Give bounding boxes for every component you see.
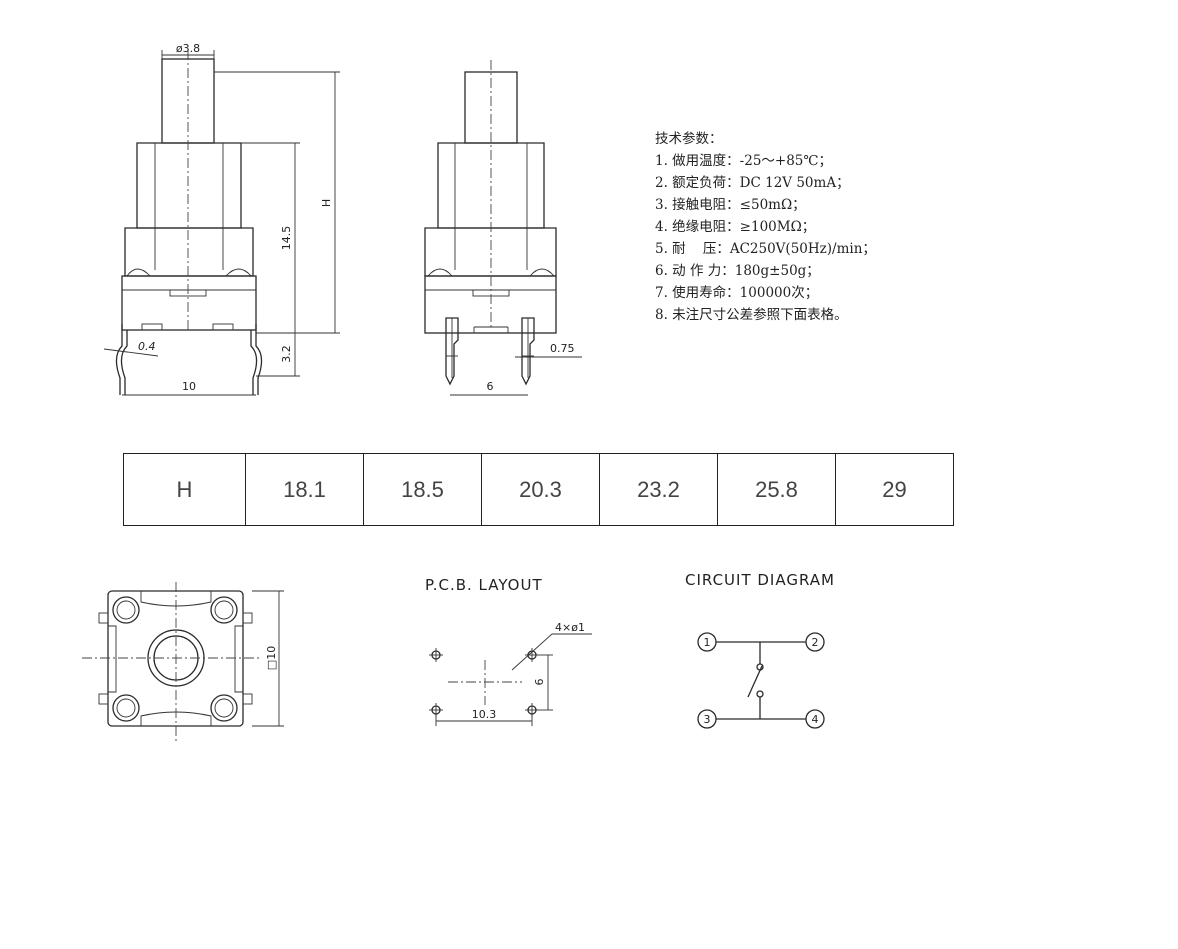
- pin-span-dim: 10: [182, 380, 196, 393]
- middle-housing: [124, 227, 254, 277]
- terminal-3: 3: [697, 709, 717, 729]
- body-height-dim: 14.5: [280, 226, 293, 251]
- switch-lever: [747, 665, 763, 698]
- table-cell: 18.5: [363, 453, 482, 526]
- pitch-x-dim: 10.3: [472, 708, 497, 721]
- holes-dim: 4×ø1: [555, 621, 585, 634]
- corner-hole: [112, 694, 140, 722]
- table-cell: 25.8: [717, 453, 836, 526]
- specs-heading: 技术参数：: [655, 131, 723, 147]
- svg-text:3: 3: [704, 713, 711, 726]
- spec-item: 5. 耐 压：AC250V(50Hz)/min；: [655, 241, 876, 257]
- base: [424, 275, 557, 334]
- svg-text:4: 4: [812, 713, 819, 726]
- circuit-title: CIRCUIT DIAGRAM: [685, 571, 835, 589]
- left-pin: [115, 324, 123, 395]
- middle-housing: [424, 227, 557, 277]
- pitch-y-dim: 6: [533, 679, 546, 686]
- pcb-layout: P.C.B. LAYOUT 4×ø1 6 10.3: [425, 576, 592, 726]
- right-pin: [255, 324, 263, 395]
- circuit-diagram: CIRCUIT DIAGRAM 1 2 3 4: [685, 571, 835, 729]
- technical-specs: 技术参数： 1. 做用温度：-25～+85℃； 2. 额定负荷：DC 12V 5…: [655, 128, 876, 326]
- switch-contact: [756, 690, 764, 698]
- base: [121, 275, 257, 331]
- svg-text:1: 1: [704, 636, 711, 649]
- corner-hole: [112, 596, 140, 624]
- pcb-layout-title: P.C.B. LAYOUT: [425, 576, 543, 594]
- right-pin: [521, 317, 535, 386]
- pcb-hole: [429, 648, 443, 662]
- pcb-hole: [525, 648, 539, 662]
- spec-item: 3. 接触电阻：≤50mΩ；: [655, 197, 806, 213]
- terminal-4: 4: [805, 709, 825, 729]
- spec-item: 7. 使用寿命：100000次；: [655, 285, 819, 301]
- pin-thickness-dim: 0.4: [138, 340, 156, 353]
- pin-length-dim: 3.2: [280, 345, 293, 363]
- upper-housing: [136, 142, 242, 229]
- side-view: ø3.8 H 14.5 3.2 0.4 10: [103, 42, 340, 396]
- height-dim: H: [320, 199, 333, 207]
- front-view: 0.75 6: [424, 60, 582, 396]
- terminal-2: 2: [805, 632, 825, 652]
- cap-diameter-dim: ø3.8: [176, 42, 200, 55]
- pcb-hole: [525, 703, 539, 717]
- top-view: □10: [82, 582, 284, 742]
- table-cell: 29: [835, 453, 954, 526]
- table-header-cell: H: [123, 453, 246, 526]
- corner-hole: [210, 694, 238, 722]
- spec-item: 6. 动 作 力：180g±50g；: [655, 263, 820, 279]
- terminal-1: 1: [697, 632, 717, 652]
- corner-hole: [210, 596, 238, 624]
- spec-item: 1. 做用温度：-25～+85℃；: [655, 153, 833, 169]
- height-table: H 18.1 18.5 20.3 23.2 25.8 29: [123, 453, 954, 526]
- spec-item: 4. 绝缘电阻：≥100MΩ；: [655, 219, 816, 235]
- table-cell: 18.1: [245, 453, 364, 526]
- pin-width-dim: 0.75: [550, 342, 575, 355]
- svg-text:2: 2: [812, 636, 819, 649]
- spec-item: 2. 额定负荷：DC 12V 50mA；: [655, 175, 850, 191]
- table-cell: 23.2: [599, 453, 718, 526]
- left-pin: [445, 317, 459, 386]
- pcb-hole: [429, 703, 443, 717]
- body-outline: [107, 590, 244, 727]
- table-cell: 20.3: [481, 453, 600, 526]
- pin-span-dim: 6: [487, 380, 494, 393]
- table-row: H 18.1 18.5 20.3 23.2 25.8 29: [123, 453, 954, 526]
- spec-item: 8. 未注尺寸公差参照下面表格。: [655, 307, 848, 323]
- body-size-dim: □10: [265, 646, 278, 670]
